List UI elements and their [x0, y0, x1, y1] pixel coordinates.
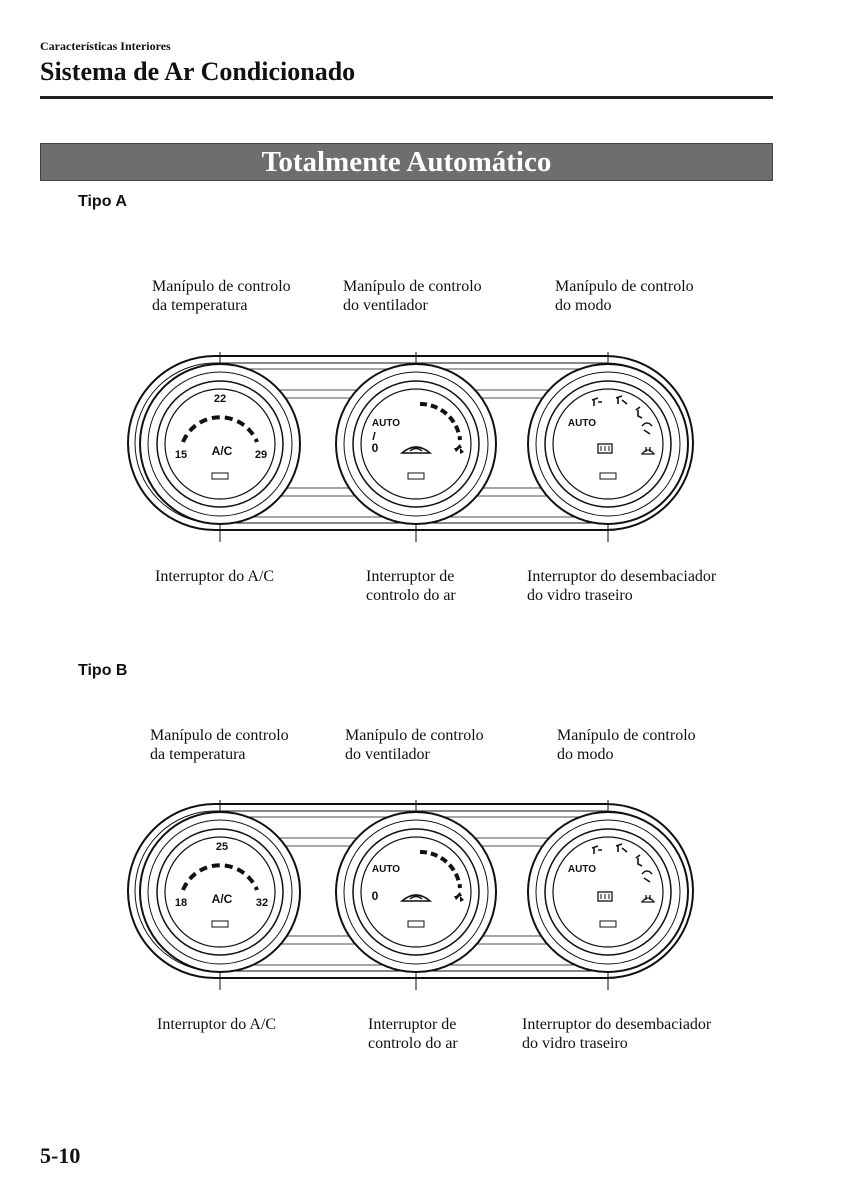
section-banner: Totalmente Automático — [40, 143, 773, 181]
floor-vent-icon — [635, 406, 643, 419]
bi-level-vent-icon — [615, 843, 628, 853]
temp-top-value: 22 — [214, 393, 226, 405]
face-vent-icon — [591, 397, 602, 406]
floor-vent-icon — [635, 854, 643, 867]
temp-top-value: 25 — [216, 841, 228, 853]
floor-defrost-icon — [641, 870, 653, 883]
temp-max-value: 32 — [256, 897, 268, 909]
fan-knob[interactable]: AUTO 0 — [335, 811, 497, 973]
temp-min-value: 15 — [175, 449, 187, 461]
page-number: 5-10 — [40, 1143, 81, 1168]
title-divider — [40, 96, 773, 99]
ac-switch-callout-b: Interruptor do A/C — [157, 1016, 277, 1033]
banner-title: Totalmente Automático — [261, 146, 552, 178]
rear-defogger-switch-indicator[interactable] — [599, 472, 617, 480]
mode-auto-label: AUTO — [568, 418, 596, 429]
rear-defrost-icon — [597, 443, 613, 454]
panel-housing — [127, 803, 694, 979]
rear-defrost-icon — [597, 891, 613, 902]
ac-switch-indicator[interactable] — [211, 472, 229, 480]
ac-label: A/C — [212, 444, 233, 458]
ac-switch-callout-a: Interruptor do A/C — [155, 568, 275, 585]
page-title: Sistema de Ar Condicionado — [40, 57, 356, 86]
bi-level-vent-icon — [615, 395, 628, 405]
section-name: Características Interiores — [40, 39, 171, 53]
windshield-defrost-icon — [640, 895, 656, 903]
mode-knob[interactable]: AUTO — [527, 811, 689, 973]
fan-knob[interactable]: AUTO 0 — [335, 363, 497, 525]
air-control-switch-indicator[interactable] — [407, 920, 425, 928]
air-recirculation-icon — [399, 894, 433, 902]
air-control-switch-indicator[interactable] — [407, 472, 425, 480]
fan-auto-label: AUTO — [372, 418, 400, 429]
tipo-a-label: Tipo A — [78, 193, 127, 210]
ac-switch-indicator[interactable] — [211, 920, 229, 928]
rear-defogger-switch-indicator[interactable] — [599, 920, 617, 928]
fan-icon — [454, 444, 464, 454]
climate-panel-tipo-b: 25 18 32 A/C AUTO 0 AUTO — [120, 800, 700, 990]
fan-zero-label: 0 — [372, 441, 379, 455]
windshield-defrost-icon — [640, 447, 656, 455]
temp-min-value: 18 — [175, 897, 187, 909]
mode-knob[interactable]: AUTO — [527, 363, 689, 525]
climate-panel-tipo-a: 22 15 29 A/C AUTO 0 AUT — [120, 352, 700, 542]
fan-auto-label: AUTO — [372, 864, 400, 875]
face-vent-icon — [591, 845, 602, 854]
mode-auto-label: AUTO — [568, 864, 596, 875]
ac-label: A/C — [212, 892, 233, 906]
fan-zero-label: 0 — [372, 889, 379, 903]
temp-max-value: 29 — [255, 449, 267, 461]
temperature-knob[interactable]: 22 15 29 A/C — [139, 363, 301, 525]
air-recirculation-icon — [399, 446, 433, 454]
temperature-knob[interactable]: 25 18 32 A/C — [139, 811, 301, 973]
floor-defrost-icon — [641, 422, 653, 435]
fan-icon — [454, 892, 464, 902]
tipo-b-label: Tipo B — [78, 662, 128, 679]
